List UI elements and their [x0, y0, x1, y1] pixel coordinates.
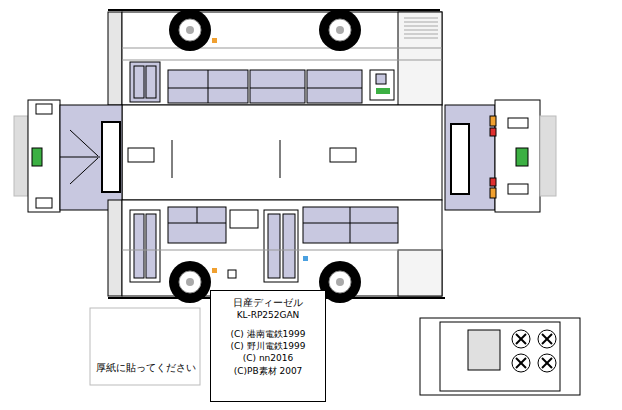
top-side-panel	[108, 10, 442, 105]
label-text: 日産ディーゼル	[214, 297, 322, 310]
label-text: (C) nn2016	[214, 353, 322, 364]
label-text: (C) 野川電鉄1999	[214, 341, 322, 352]
front-panel	[14, 100, 122, 212]
rear-panel	[445, 100, 556, 212]
paste-note: 厚紙に貼ってください	[92, 310, 200, 383]
bottom-side-panel	[108, 200, 445, 298]
label-text: (C)PB素材 2007	[214, 366, 322, 377]
top-wheels	[169, 9, 361, 51]
roof-panel	[122, 105, 442, 200]
base-plate	[90, 308, 200, 385]
info-flap: 日産ディーゼルKL-RP252GAN (C) 港南電鉄1999(C) 野川電鉄19…	[210, 290, 326, 402]
label-text: (C) 港南電鉄1999	[214, 329, 322, 340]
label-text: KL-RP252GAN	[214, 310, 322, 321]
roof-underside	[420, 318, 580, 395]
label-text: 厚紙に貼ってください	[94, 362, 198, 375]
